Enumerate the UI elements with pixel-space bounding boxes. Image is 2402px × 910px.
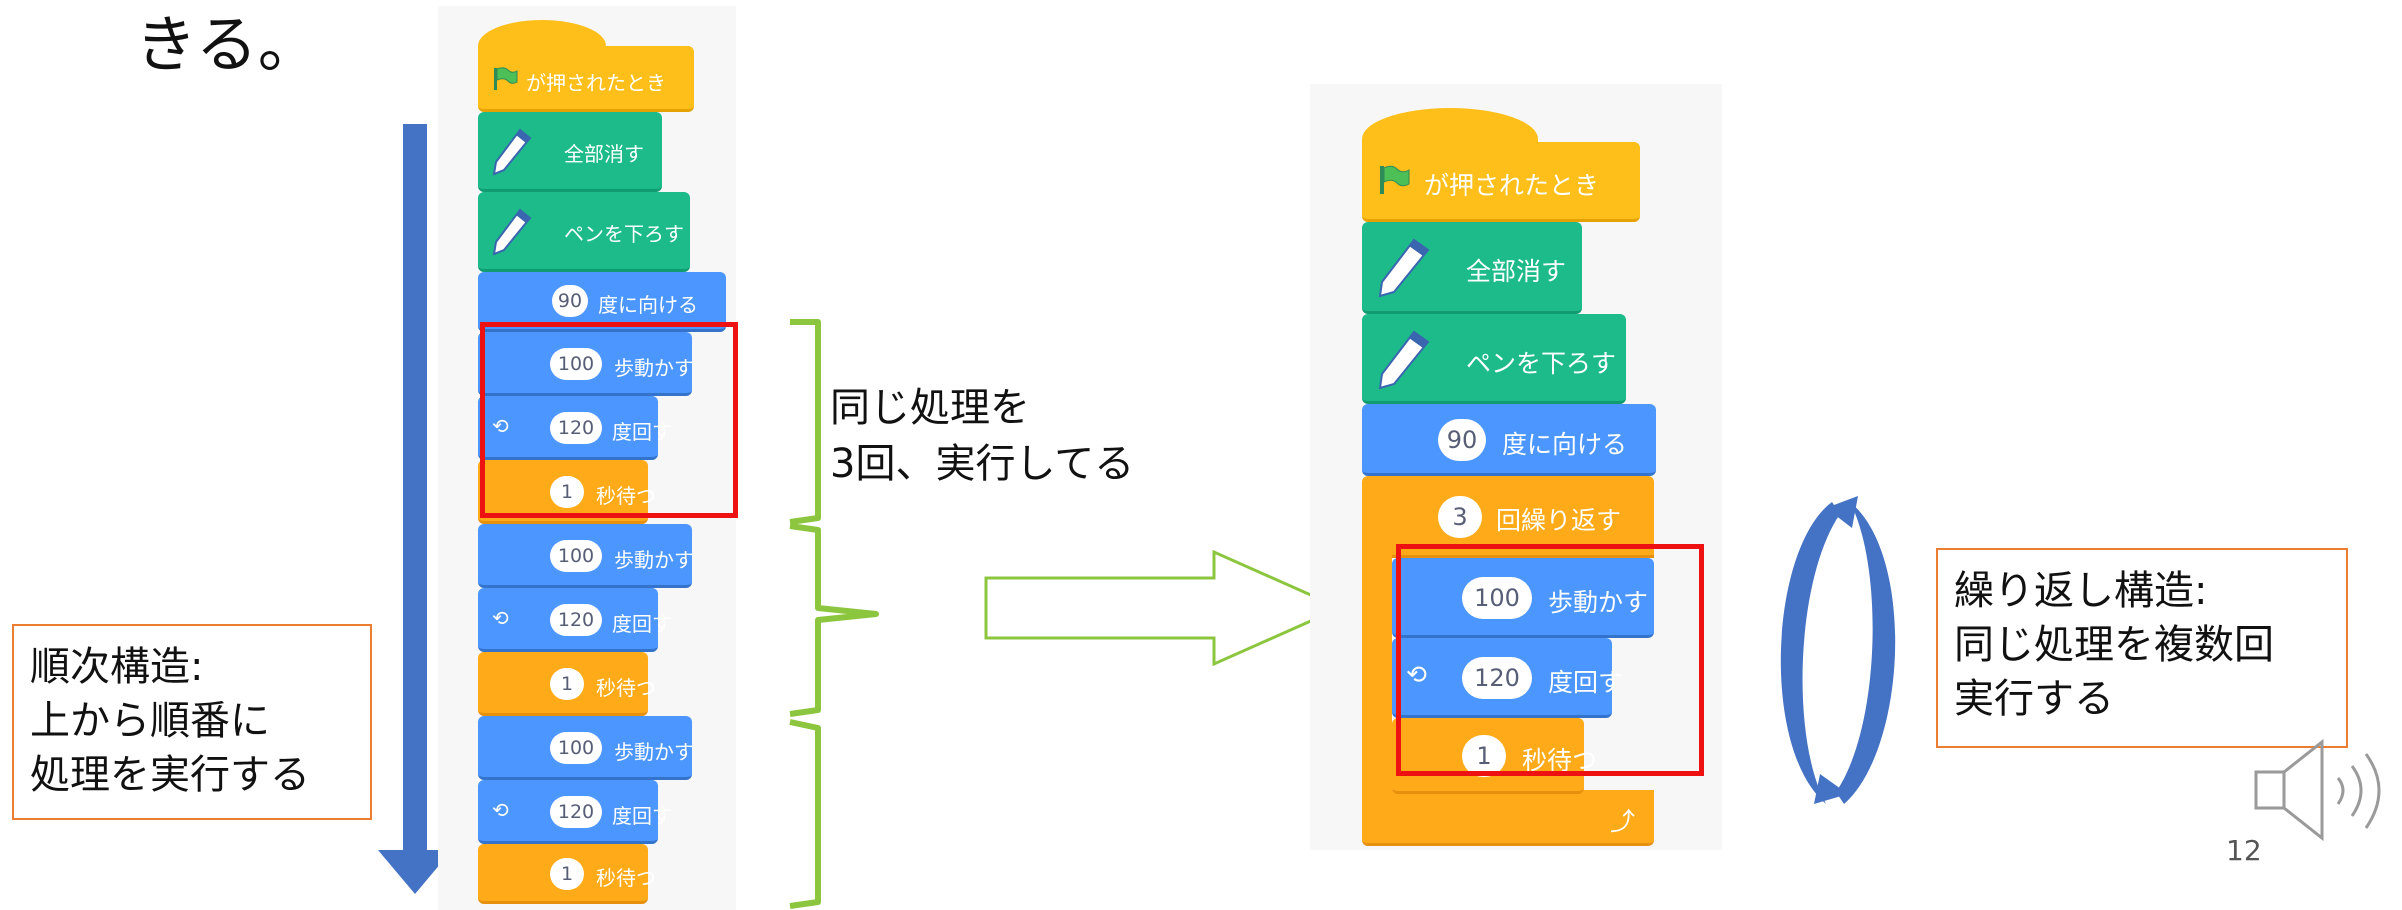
block-label: 度回す bbox=[612, 420, 672, 444]
block-label: ペンを下ろす bbox=[1466, 349, 1617, 378]
block-label: 度回す bbox=[1548, 668, 1624, 697]
block-label: 秒待つ bbox=[596, 866, 656, 890]
loop-cycle-arrows bbox=[1780, 496, 1896, 804]
cycle-arc-right bbox=[1836, 502, 1896, 804]
scratch-script-loop: が押されたとき 全部消す ペンを下ろす 90 度に向ける 3 回繰り返す ⤴ 1… bbox=[1310, 84, 1722, 850]
seconds-input: 1 bbox=[550, 858, 584, 890]
wait-seconds-block: 1 秒待つ bbox=[478, 652, 656, 716]
sequence-arrow bbox=[378, 124, 452, 894]
repeat-block-bottom: ⤴ bbox=[1362, 790, 1654, 846]
degrees-input: 120 bbox=[550, 412, 602, 444]
block-label: 度回す bbox=[612, 612, 672, 636]
block-label: 歩動かす bbox=[614, 548, 694, 572]
when-flag-clicked-block: が押されたとき bbox=[1362, 142, 1640, 222]
cycle-arrowhead-up bbox=[1826, 496, 1858, 528]
curly-brace-group bbox=[789, 319, 879, 909]
pen-icon bbox=[1378, 330, 1430, 390]
loop-structure-callout: 繰り返し構造: 同じ処理を複数回 実行する bbox=[1936, 548, 2348, 748]
pen-icon bbox=[1378, 238, 1430, 298]
degrees-input: 120 bbox=[550, 796, 602, 828]
annotation-line: 同じ処理を bbox=[830, 385, 1030, 431]
callout-line: 処理を実行する bbox=[30, 752, 310, 798]
pen-icon bbox=[492, 128, 532, 176]
block-label: 歩動かす bbox=[614, 740, 694, 764]
seconds-input: 1 bbox=[550, 668, 584, 700]
brace-group-2 bbox=[789, 523, 879, 717]
point-in-direction-block: 90 度に向ける bbox=[1362, 404, 1656, 476]
block-label: 歩動かす bbox=[614, 356, 694, 380]
page-number: 12 bbox=[2226, 834, 2262, 867]
callout-line: 実行する bbox=[1954, 676, 2114, 722]
brace-group-1 bbox=[789, 319, 821, 525]
turn-degrees-block: ⟲ 120 度回す bbox=[478, 780, 672, 844]
brace-group-3 bbox=[789, 719, 821, 909]
degrees-input: 120 bbox=[550, 604, 602, 636]
callout-line: 繰り返し構造: bbox=[1954, 568, 2208, 614]
loop-arrow-icon: ⤴ bbox=[1610, 807, 1636, 836]
turn-degrees-block: ⟲ 120 度回す bbox=[478, 588, 672, 652]
pen-down-block: ペンを下ろす bbox=[478, 192, 690, 272]
turn-degrees-block: ⟲ 120 度回す bbox=[1392, 638, 1623, 718]
turn-degrees-block: ⟲ 120 度回す bbox=[478, 396, 672, 460]
seconds-input: 1 bbox=[550, 476, 584, 508]
rotate-left-icon: ⟲ bbox=[492, 606, 509, 630]
steps-input: 100 bbox=[1462, 577, 1532, 619]
green-flag-icon bbox=[1380, 165, 1410, 194]
wait-seconds-block: 1 秒待つ bbox=[478, 844, 656, 904]
block-label: 全部消す bbox=[1466, 257, 1567, 286]
block-label: 回繰り返す bbox=[1496, 506, 1622, 535]
rotate-left-icon: ⟲ bbox=[1406, 660, 1427, 689]
pen-down-block: ペンを下ろす bbox=[1362, 314, 1626, 404]
seconds-input: 1 bbox=[1462, 735, 1506, 777]
direction-input: 90 bbox=[552, 285, 588, 317]
move-steps-block: 100 歩動かす bbox=[478, 332, 694, 396]
pen-clear-block: 全部消す bbox=[1362, 222, 1582, 314]
right-arrow bbox=[984, 549, 1344, 667]
block-label: ペンを下ろす bbox=[564, 222, 684, 246]
block-label: 秒待つ bbox=[596, 676, 656, 700]
callout-line: 順次構造: bbox=[30, 644, 204, 690]
block-label: 度回す bbox=[612, 804, 672, 828]
highlight-box-loop-body bbox=[1396, 544, 1704, 776]
pen-icon bbox=[492, 208, 532, 256]
direction-input: 90 bbox=[1438, 419, 1486, 461]
callout-line: 上から順番に bbox=[30, 698, 270, 744]
green-flag-icon bbox=[494, 67, 518, 90]
rotate-left-icon: ⟲ bbox=[492, 798, 509, 822]
steps-input: 100 bbox=[550, 732, 602, 764]
scratch-script-sequential: が押されたとき 全部消す ペンを下ろす 90 度に向ける 100 歩動かす ⟲ … bbox=[438, 6, 736, 910]
steps-input: 100 bbox=[550, 540, 602, 572]
degrees-input: 120 bbox=[1462, 657, 1532, 699]
block-label: 度に向ける bbox=[1502, 430, 1628, 459]
when-flag-clicked-block: が押されたとき bbox=[478, 46, 694, 112]
highlight-box-first-iteration bbox=[480, 322, 738, 518]
move-steps-block: 100 歩動かす bbox=[478, 524, 694, 588]
block-label: 秒待つ bbox=[596, 484, 656, 508]
block-label: 度に向ける bbox=[598, 293, 698, 317]
heading-text: きる。 bbox=[135, 8, 320, 81]
repeat-count-input: 3 bbox=[1438, 496, 1482, 538]
block-label: 秒待つ bbox=[1522, 746, 1598, 775]
block-label: 歩動かす bbox=[1548, 588, 1649, 617]
block-label: が押されたとき bbox=[1424, 171, 1600, 200]
callout-line: 同じ処理を複数回 bbox=[1954, 622, 2274, 668]
wait-seconds-block: 1 秒待つ bbox=[1392, 718, 1597, 794]
block-label: が押されたとき bbox=[526, 71, 666, 95]
move-steps-block: 100 歩動かす bbox=[1392, 558, 1654, 638]
repeat-block-arm bbox=[1362, 554, 1392, 794]
sequential-structure-callout: 順次構造: 上から順番に 処理を実行する bbox=[12, 624, 372, 820]
annotation-line: 3回、実行してる bbox=[830, 441, 1135, 487]
move-steps-block: 100 歩動かす bbox=[478, 716, 694, 780]
cycle-arc-left bbox=[1780, 502, 1840, 804]
steps-input: 100 bbox=[550, 348, 602, 380]
rotate-left-icon: ⟲ bbox=[492, 414, 509, 438]
speaker-icon[interactable] bbox=[2248, 726, 2398, 856]
block-label: 全部消す bbox=[564, 142, 644, 166]
pen-clear-block: 全部消す bbox=[478, 112, 662, 192]
same-process-annotation: 同じ処理を 3回、実行してる bbox=[830, 380, 1134, 492]
